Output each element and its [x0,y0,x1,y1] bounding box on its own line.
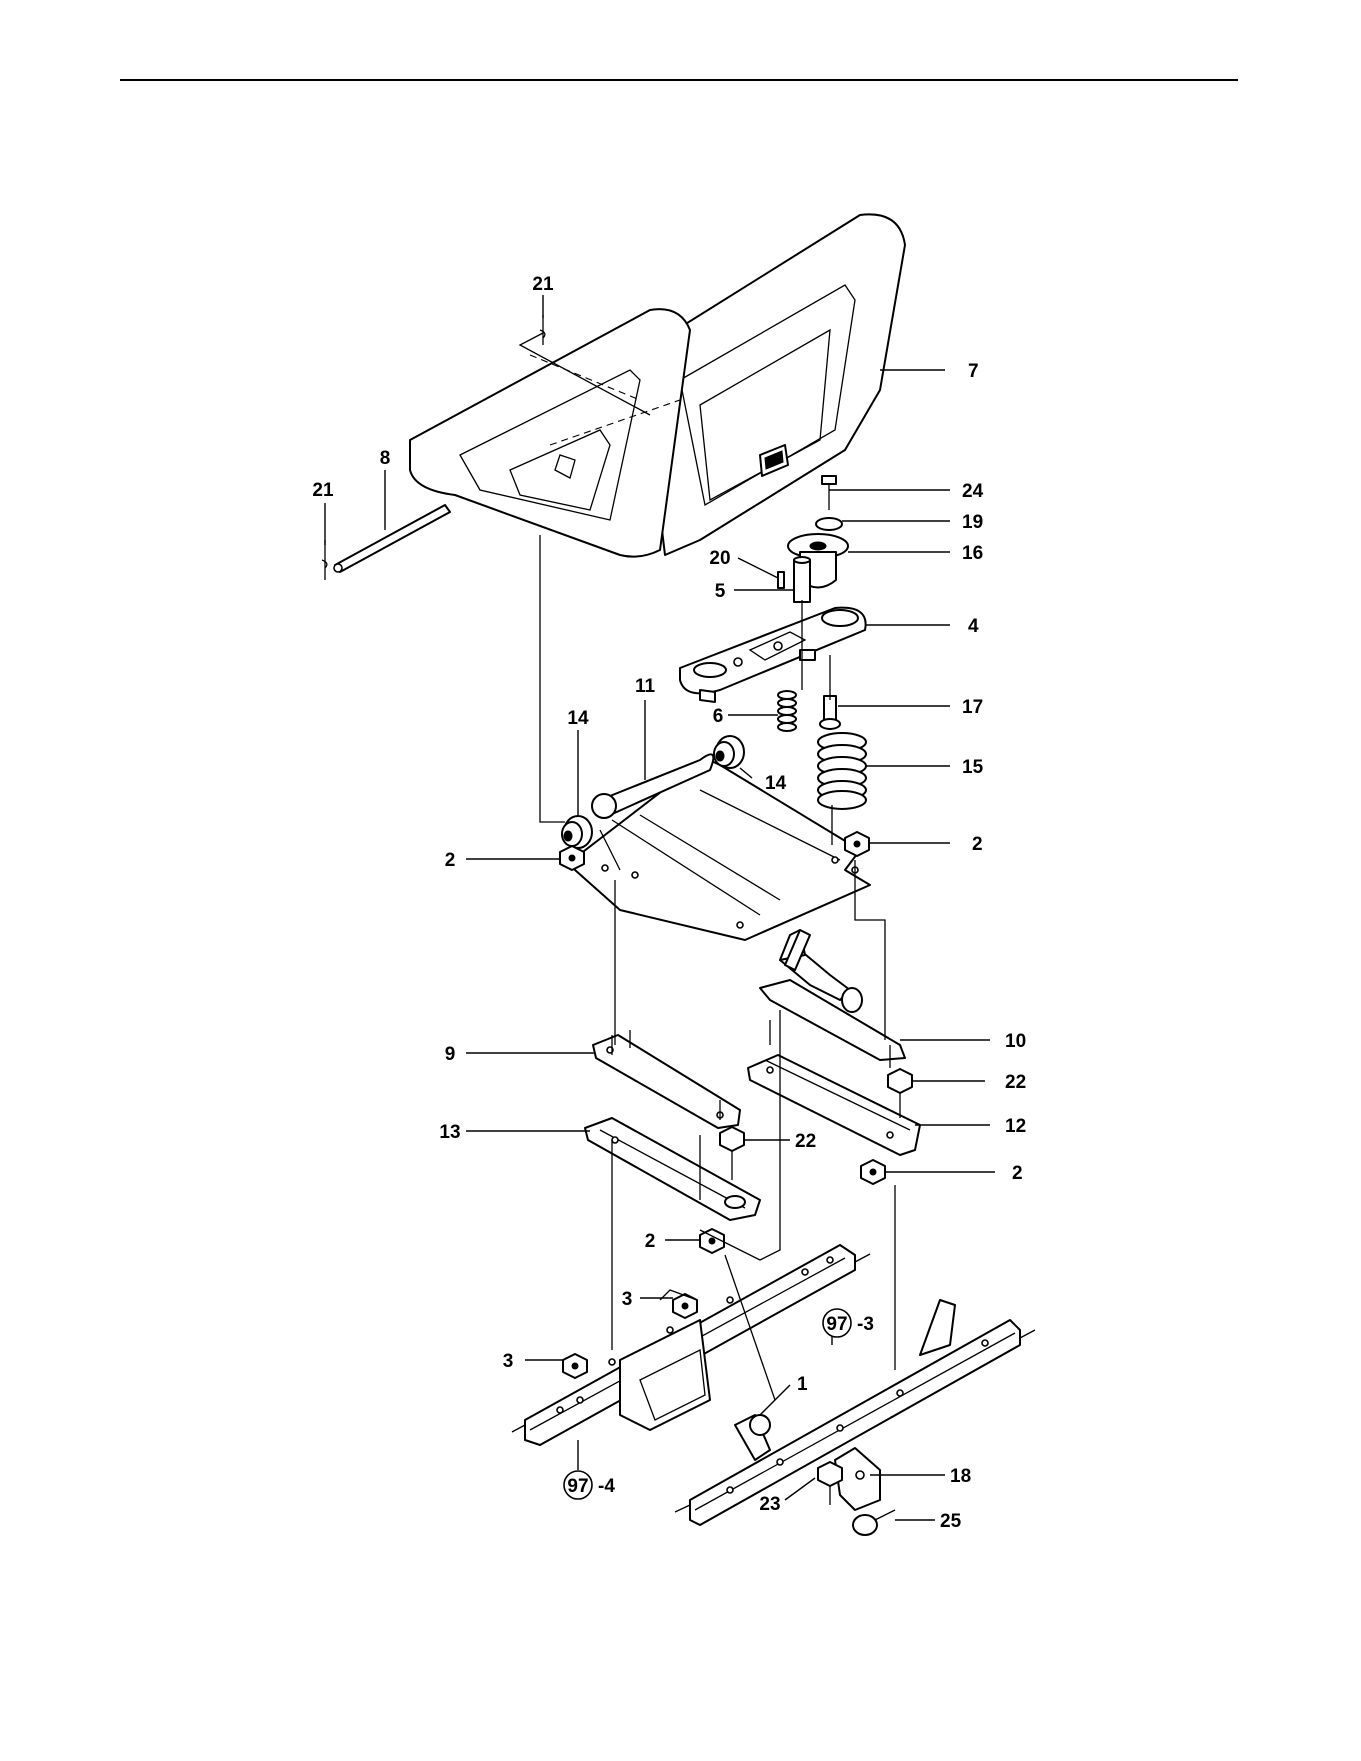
callout-15: 15 [962,757,984,778]
seat-assembly [410,214,905,556]
spring-15 [818,733,866,809]
plate-4 [680,608,866,702]
bolt-25 [853,1510,895,1535]
callout-4: 4 [968,616,979,637]
callout-25: 25 [940,1511,962,1532]
washer-19 [816,518,842,530]
callout-1: 1 [797,1374,808,1395]
callout-97-3: 97 [826,1314,847,1335]
callout-24: 24 [962,481,984,502]
callout-3-lower: 3 [503,1351,514,1372]
pin-5 [794,557,810,602]
clip-21-left [322,540,327,580]
callout-21-top: 21 [532,274,554,295]
bolt-22-left [720,1127,744,1180]
pin-8 [334,505,450,572]
callout-2-lower-right: 2 [1012,1163,1023,1184]
nut-2-upper-right [845,832,869,856]
callout-22-left: 22 [795,1131,816,1152]
callout-97-4: 97 [567,1476,588,1497]
callout-12: 12 [1005,1116,1026,1137]
callout-14-left: 14 [567,708,589,729]
nut-2-lower-right [861,1160,885,1184]
callout-2-upper-right: 2 [972,834,983,855]
callout-13: 13 [439,1122,460,1143]
pin-17 [820,696,840,729]
callout-21-left: 21 [312,480,334,501]
callout-17: 17 [962,697,983,718]
callout-19: 19 [962,512,983,533]
callout-5: 5 [715,581,726,602]
pin-20 [778,572,784,588]
nut-3-upper [673,1294,697,1318]
clip-21-top [540,315,545,345]
callout-9: 9 [445,1044,456,1065]
bracket-97-4 [512,1245,870,1445]
bracket-1 [735,1415,770,1460]
callout-7: 7 [968,361,979,382]
callout-97-3-suffix: -3 [857,1314,874,1335]
bolt-24 [822,476,836,510]
nut-2-lower-left [700,1229,724,1253]
callout-23: 23 [759,1494,780,1515]
bumper-14-right [714,736,744,768]
bumper-14-left [562,816,592,848]
spring-6 [778,691,796,731]
callout-10: 10 [1005,1031,1026,1052]
callout-16: 16 [962,543,983,564]
callout-18: 18 [950,1466,971,1487]
rail-10 [760,930,905,1068]
callout-20: 20 [709,548,730,569]
callout-14-right: 14 [765,773,787,794]
callout-2-lower-left: 2 [645,1231,656,1252]
callout-11: 11 [635,676,656,697]
nut-3-lower [563,1354,587,1378]
callout-8: 8 [380,448,391,469]
callout-3-upper: 3 [622,1289,633,1310]
callout-2-upper-left: 2 [445,850,456,871]
callout-6: 6 [713,706,724,727]
callout-97-4-suffix: -4 [598,1476,615,1497]
callout-22-right: 22 [1005,1072,1026,1093]
nut-2-upper-left [560,846,584,870]
